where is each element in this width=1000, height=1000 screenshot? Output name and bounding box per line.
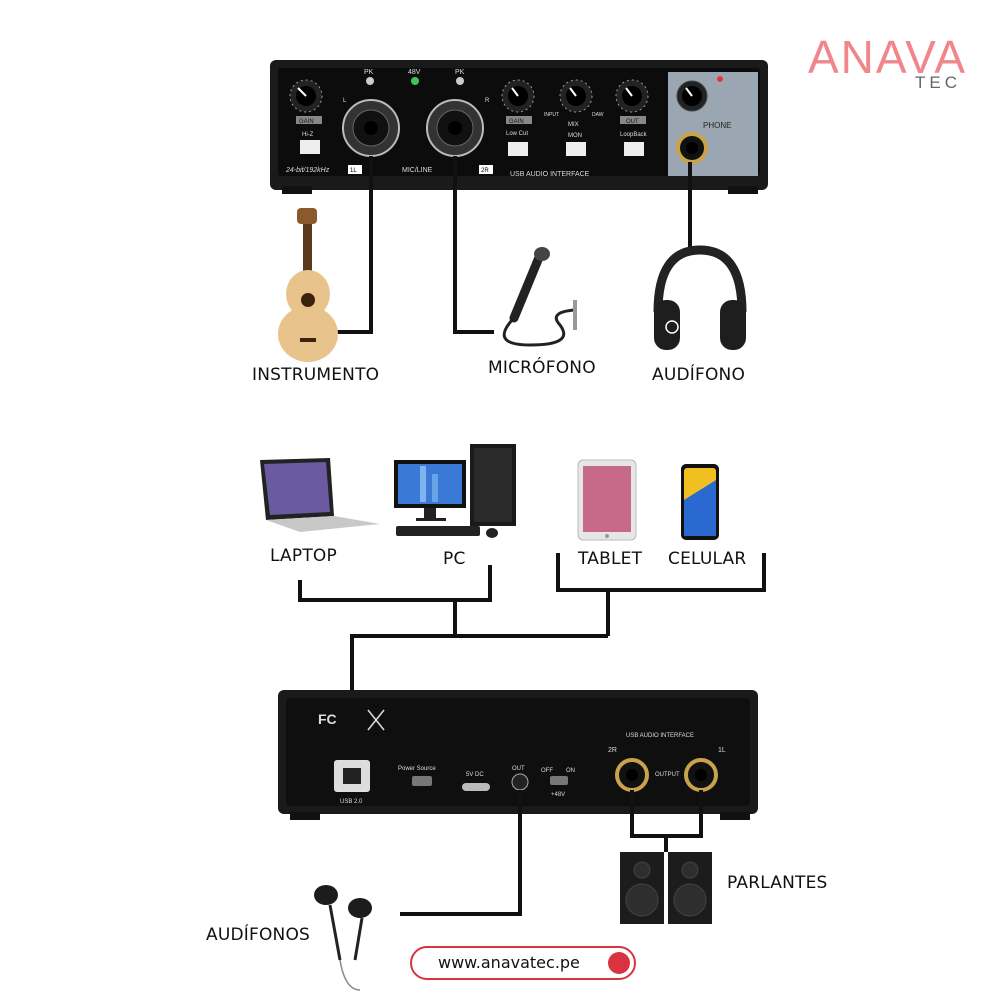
- on-text: ON: [566, 768, 575, 774]
- website-link[interactable]: www.anavatec.pe: [410, 946, 636, 980]
- label-microfono: MICRÓFONO: [488, 358, 596, 378]
- bitrate-text: 24-bit/192kHz: [285, 167, 330, 174]
- pk-left-text: PK: [364, 69, 374, 76]
- phone-text: PHONE: [703, 121, 731, 130]
- label-instrumento: INSTRUMENTO: [252, 365, 380, 385]
- pc-illustration: [394, 444, 516, 538]
- gain-right-text: GAIN: [509, 119, 524, 125]
- phone-knob: [676, 80, 708, 112]
- pk-left-led: [366, 77, 374, 85]
- label-pc: PC: [443, 549, 466, 569]
- front-model-text: USB AUDIO INTERFACE: [510, 171, 590, 178]
- label-tablet: TABLET: [578, 549, 643, 569]
- output-text: OUTPUT: [655, 772, 680, 778]
- hiz-button: [300, 140, 320, 154]
- pk-right-text: PK: [455, 69, 465, 76]
- weee-icon: [367, 709, 385, 731]
- loopback-button: [624, 142, 644, 156]
- website-text: www.anavatec.pe: [438, 953, 580, 972]
- brand-logo-sub: TEC: [915, 73, 961, 92]
- brand-badge-icon: [608, 952, 630, 974]
- mon-button: [566, 142, 586, 156]
- label-audifono: AUDÍFONO: [652, 365, 746, 385]
- dc-text: 5V DC: [466, 772, 484, 778]
- ch2-text: 2R: [481, 168, 489, 174]
- phantom-switch: [550, 776, 568, 785]
- mix-text: MIX: [568, 122, 579, 128]
- off-text: OFF: [541, 768, 553, 774]
- rear-out-jack: [511, 773, 529, 791]
- output-jack-1l: [684, 758, 718, 792]
- daw-text: DAW: [592, 112, 604, 118]
- power-source-text: Power Source: [398, 766, 436, 772]
- speakers-illustration: [620, 852, 712, 924]
- tablet-illustration: [577, 459, 637, 541]
- rear-ch2-text: 2R: [608, 747, 617, 754]
- phantom-led: [411, 77, 419, 85]
- combo-jack-1: [342, 99, 400, 157]
- output-jack-2r: [615, 758, 649, 792]
- ch1-text: 1L: [350, 168, 357, 174]
- mic-line-text: MIC/LINE: [402, 167, 433, 174]
- front-panel: PK 48V PK GAIN GAIN OUT L R Hi-Z Low Cut…: [270, 60, 768, 194]
- r-text: R: [485, 98, 490, 104]
- phantom-text-rear: +48V: [551, 792, 565, 798]
- rear-out-text: OUT: [512, 766, 525, 772]
- dc-port: [462, 783, 490, 791]
- gain-left-knob: [289, 79, 323, 113]
- rear-model-text: USB AUDIO INTERFACE: [626, 733, 694, 739]
- laptop-illustration: [260, 458, 380, 532]
- l-text: L: [343, 98, 347, 104]
- earphones-illustration: [314, 885, 372, 991]
- cellphone-illustration: [681, 464, 719, 540]
- headphones-illustration: [653, 245, 747, 350]
- microphone-illustration: [502, 247, 577, 347]
- out-knob: [615, 79, 649, 113]
- front-cables: [332, 156, 692, 334]
- rear-ch1-text: 1L: [718, 747, 726, 754]
- input-text: INPUT: [544, 112, 559, 118]
- rear-cables: [400, 790, 703, 916]
- label-parlantes: PARLANTES: [727, 873, 828, 893]
- brand-logo: ANAVA: [808, 31, 968, 83]
- pk-right-led: [456, 77, 464, 85]
- hiz-text: Hi-Z: [302, 132, 314, 138]
- usb-text: USB 2.0: [340, 799, 363, 805]
- mon-text: MON: [568, 133, 582, 139]
- rear-panel: FC USB 2.0 Power Source 5V DC OUT OFF ON…: [278, 690, 758, 820]
- combo-jack-2: [426, 99, 484, 157]
- label-celular: CELULAR: [668, 549, 747, 569]
- low-cut-button: [508, 142, 528, 156]
- out-text: OUT: [626, 119, 639, 125]
- low-cut-text: Low Cut: [506, 131, 528, 137]
- mix-knob: [559, 79, 593, 113]
- phone-jack: [676, 132, 708, 164]
- instrument-illustration: [278, 208, 338, 362]
- power-led: [717, 76, 723, 82]
- fc-mark: FC: [318, 711, 337, 727]
- label-laptop: LAPTOP: [270, 546, 337, 566]
- power-switch: [412, 776, 432, 786]
- label-audifonos: AUDÍFONOS: [206, 925, 311, 945]
- phantom-text: 48V: [408, 69, 421, 76]
- gain-left-text: GAIN: [299, 119, 314, 125]
- loopback-text: LoopBack: [620, 132, 648, 138]
- gain-right-knob: [501, 79, 535, 113]
